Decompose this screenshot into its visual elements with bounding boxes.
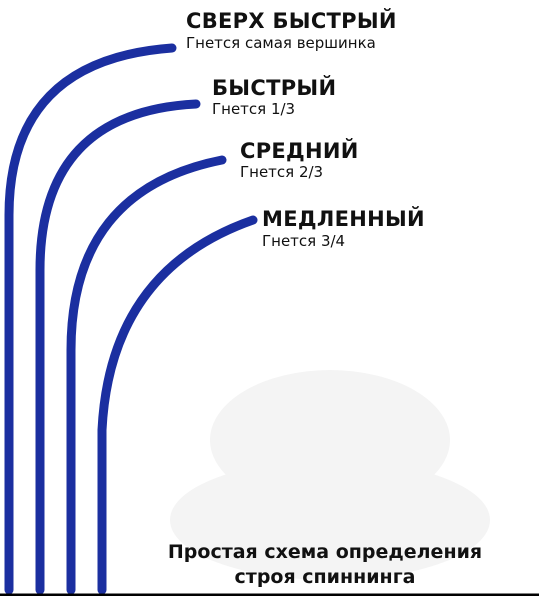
rod-label-fast: БЫСТРЫЙ Гнется 1/3: [212, 75, 336, 118]
rod-curve-extra-fast: [4, 43, 177, 595]
rod-subtitle: Гнется 1/3: [212, 100, 295, 118]
rod-title: СРЕДНИЙ: [240, 138, 359, 163]
rod-curve-slow: [97, 215, 258, 595]
rod-label-medium: СРЕДНИЙ Гнется 2/3: [240, 138, 359, 181]
rod-curve-medium: [66, 155, 227, 595]
rod-title: МЕДЛЕННЫЙ: [262, 206, 425, 231]
rod-label-slow: МЕДЛЕННЫЙ Гнется 3/4: [262, 206, 425, 250]
rod-curve-fast: [35, 99, 201, 595]
rod-title: БЫСТРЫЙ: [212, 75, 336, 100]
caption-line-1: Простая схема определения: [168, 541, 482, 563]
rod-title: СВЕРХ БЫСТРЫЙ: [186, 8, 397, 33]
rod-subtitle: Гнется 3/4: [262, 232, 345, 250]
rod-curves: [4, 43, 258, 595]
rod-subtitle: Гнется самая вершинка: [186, 34, 376, 52]
caption-line-2: строя спиннинга: [235, 566, 416, 588]
diagram-caption: Простая схема определения строя спиннинг…: [168, 541, 482, 588]
rod-labels: СВЕРХ БЫСТРЫЙ Гнется самая вершинка БЫСТ…: [186, 8, 425, 250]
rod-subtitle: Гнется 2/3: [240, 163, 323, 181]
rod-label-extra-fast: СВЕРХ БЫСТРЫЙ Гнется самая вершинка: [186, 8, 397, 52]
background-watermark: [170, 370, 490, 580]
